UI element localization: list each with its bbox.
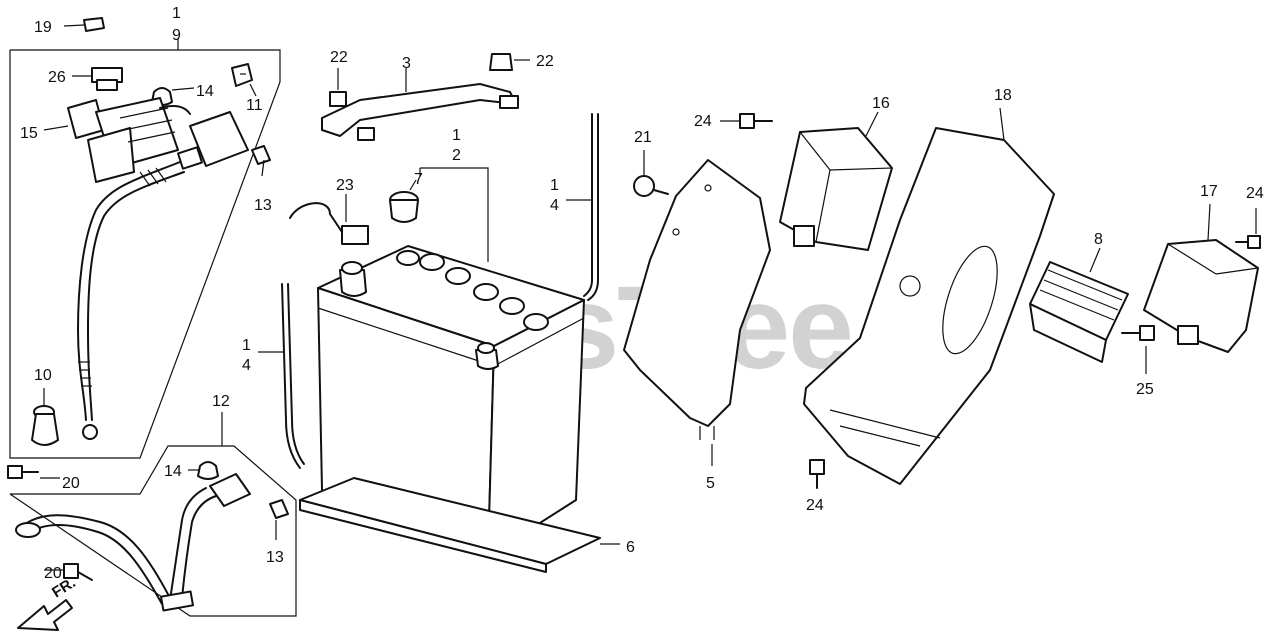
part-22-nut-right [489,53,530,71]
callout-13: 13 [266,549,284,566]
part-17-cover [1143,203,1259,353]
part-12-battery-cable [15,473,251,612]
callout-25: 25 [1136,381,1154,398]
part-21-bolt [633,150,669,197]
callout-1: 1 [242,337,251,354]
harness-cable [77,161,185,440]
callout-2: 2 [452,147,461,164]
callout-18: 18 [994,87,1012,104]
part-16-cdi-unit [779,111,893,251]
callout-5: 5 [706,475,715,492]
callout-10: 10 [34,367,52,384]
callout-24: 24 [1246,185,1264,202]
part-20-bolt-lower [44,563,93,581]
callout-13: 13 [254,197,272,214]
callout-4: 4 [242,357,251,374]
callout-17: 17 [1200,183,1218,200]
part-10-boot [31,388,59,446]
callout-20: 20 [44,565,62,582]
part-26-fuse [72,67,123,91]
callout-1: 1 [452,127,461,144]
front-direction-arrow: FR. [17,574,79,631]
callout-12: 12 [212,393,230,410]
part-14-cap-lower [188,461,219,480]
callout-23: 23 [336,177,354,194]
part-5-side-cover [623,159,771,466]
part-18-mounting-plate [803,107,1055,485]
callout-14: 14 [196,83,214,100]
part-4-rod-left [258,283,305,469]
callout-11: 11 [246,97,263,114]
callout-22: 22 [536,53,554,70]
cable-group-box [9,412,297,617]
part-23-breather-tube [289,194,369,245]
callout-19: 19 [34,19,52,36]
part-15-fuse-box [43,97,191,183]
callout-1: 1 [172,5,181,22]
part-25-bolt [1121,325,1155,374]
part-8-regulator [1029,247,1129,363]
callout-8: 8 [1094,231,1103,248]
part-3-hold-down-bracket [321,68,519,141]
part-22-nut-left [329,68,347,107]
callout-14: 14 [164,463,182,480]
callout-20: 20 [62,475,80,492]
callout-3: 3 [402,55,411,72]
part-4-rod-right [566,113,599,301]
callout-24: 24 [694,113,712,130]
callout-1: 1 [550,177,559,194]
callout-22: 22 [330,49,348,66]
callout-4: 4 [550,197,559,214]
harness-group-box [9,38,281,459]
part-24-bolt-lower [809,459,825,489]
part-20-bolt-upper [7,465,60,479]
callout-15: 15 [20,125,38,142]
part-13-bolt-lower [269,499,289,540]
callout-26: 26 [48,69,66,86]
part-24-bolt-top [720,113,773,129]
callout-6: 6 [626,539,635,556]
callout-24: 24 [806,497,824,514]
part-24-bolt-right [1235,208,1261,249]
part-6-battery-tray [299,477,620,573]
part-11-clip [231,63,257,97]
callout-21: 21 [634,129,652,146]
callout-7: 7 [414,171,423,188]
starter-relay [177,111,249,170]
callout-9: 9 [172,27,181,44]
part-19-label-tag [63,17,105,32]
part-13-bolt-upper [251,145,271,177]
callout-16: 16 [872,95,890,112]
part-7-battery-cap [389,179,419,223]
